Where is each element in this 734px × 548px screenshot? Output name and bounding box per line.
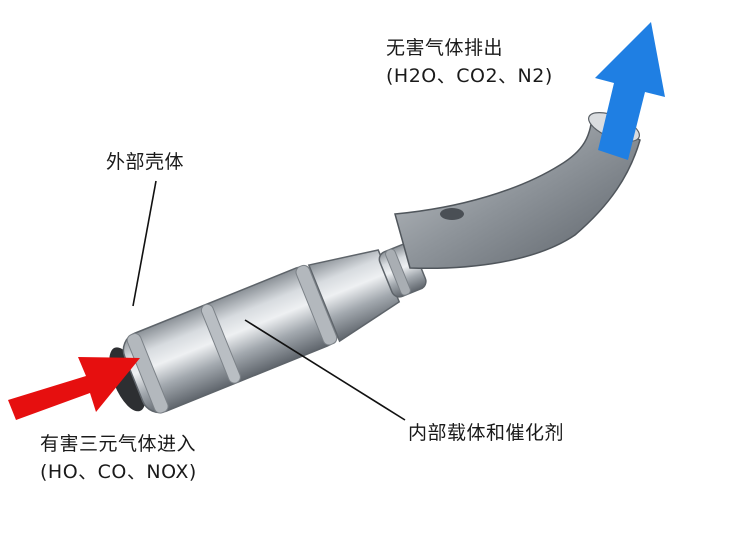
outlet-gas-label: 无害气体排出 (H2O、CO2、N2) bbox=[386, 34, 553, 90]
core-leader-line bbox=[244, 319, 406, 421]
inlet-arrow-shape bbox=[8, 357, 140, 420]
outlet-gas-formula: (H2O、CO2、N2) bbox=[386, 65, 553, 87]
weld-seam-4 bbox=[385, 248, 411, 296]
pipe-bolt bbox=[440, 208, 464, 220]
arrow-up-icon bbox=[595, 22, 665, 160]
inlet-gas-title: 有害三元气体进入 bbox=[40, 433, 197, 455]
outlet-gas-title: 无害气体排出 bbox=[386, 37, 504, 59]
shell-leader-line bbox=[132, 180, 157, 307]
inlet-gas-label: 有害三元气体进入 (HO、CO、NOX) bbox=[40, 430, 197, 486]
arrow-right-icon bbox=[8, 357, 140, 420]
weld-seam-3 bbox=[295, 264, 338, 346]
weld-seam-1 bbox=[126, 333, 169, 414]
core-label: 内部载体和催化剂 bbox=[408, 419, 564, 447]
taper-cone bbox=[307, 249, 401, 343]
inlet-gas-formula: (HO、CO、NOX) bbox=[40, 461, 197, 483]
outlet-arrow-shape bbox=[595, 22, 665, 160]
shell-label: 外部壳体 bbox=[106, 148, 184, 176]
outlet-pipe bbox=[394, 116, 641, 270]
shell-label-text: 外部壳体 bbox=[106, 151, 185, 173]
core-label-text: 内部载体和催化剂 bbox=[408, 422, 565, 444]
converter-body bbox=[109, 242, 427, 414]
weld-seam-2 bbox=[200, 303, 241, 384]
